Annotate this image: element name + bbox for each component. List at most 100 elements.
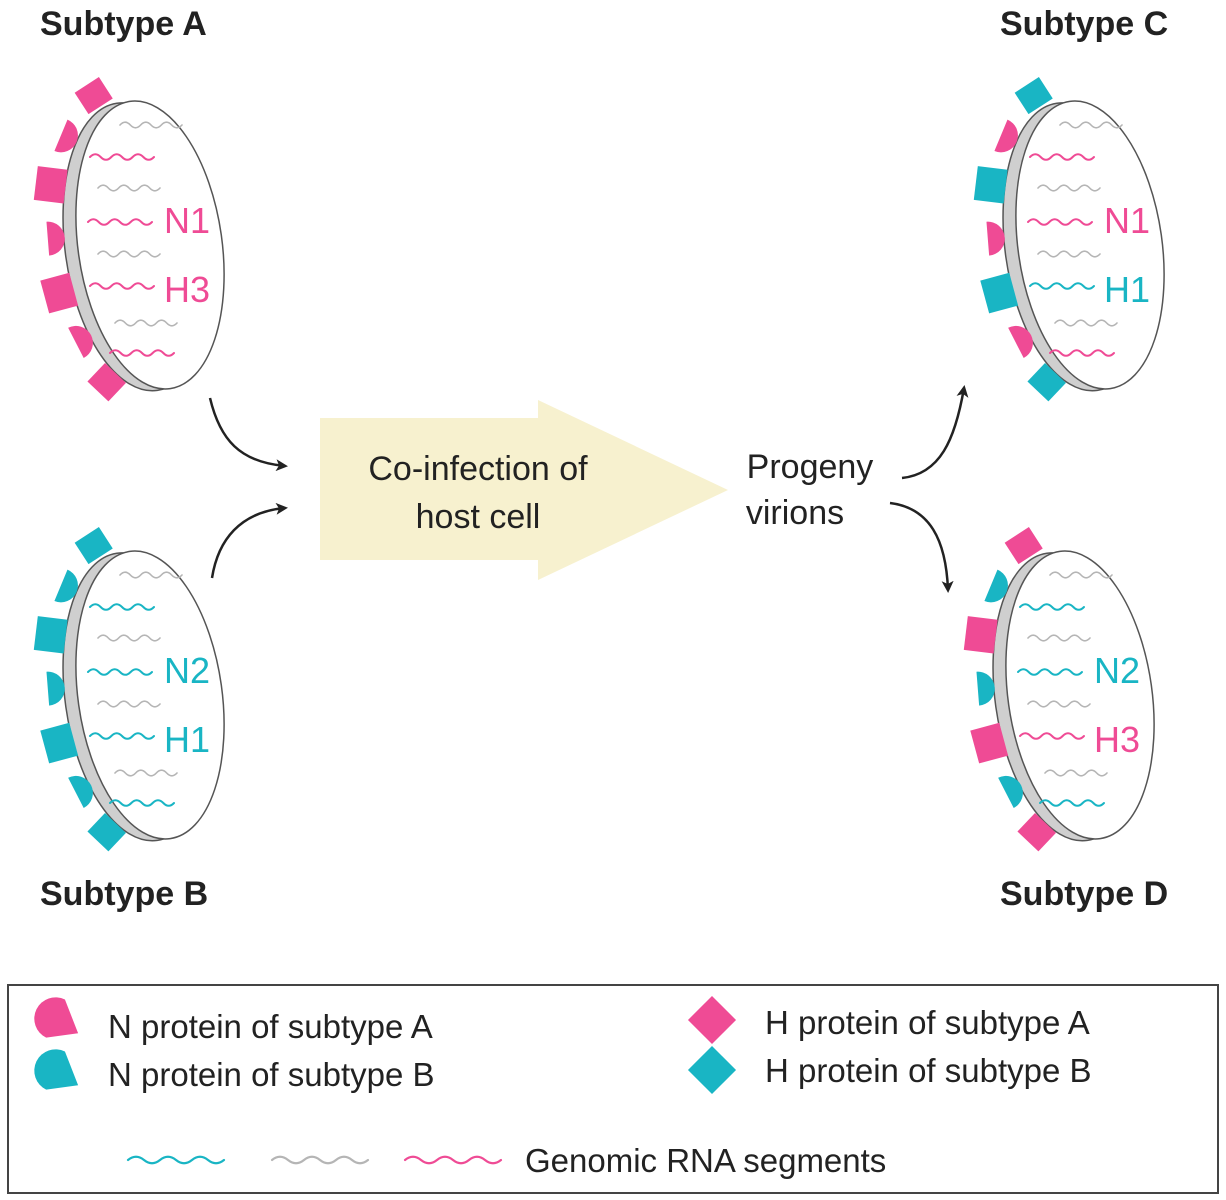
- h-protein: [963, 616, 998, 654]
- arrow-b-to-host: [210, 502, 288, 579]
- legend-n-protein-a: N protein of subtype A: [108, 1008, 433, 1045]
- rna-segment: [1019, 603, 1085, 611]
- rna-segment: [1054, 319, 1118, 327]
- virion-envelope: [75, 550, 225, 840]
- rna-segment: [1029, 153, 1095, 161]
- n-protein-subtype-a-icon: [34, 997, 79, 1038]
- n-protein: [68, 325, 93, 359]
- rna-segment: [109, 349, 175, 357]
- rna-segment: [87, 218, 153, 226]
- rna-segment: [1017, 668, 1083, 676]
- n-protein: [68, 775, 93, 809]
- n-protein: [46, 671, 65, 706]
- rna-segment: [1039, 799, 1105, 807]
- legend-h-protein-b: H protein of subtype B: [765, 1052, 1092, 1089]
- rna-segment: [119, 571, 183, 579]
- rna-segment: [114, 319, 178, 327]
- rna-segment: [114, 769, 178, 777]
- rna-segment: [1019, 732, 1085, 740]
- progeny-label-line1: Progeny: [747, 448, 874, 486]
- coinfection-arrow: [320, 400, 728, 580]
- h-protein: [980, 272, 1019, 314]
- n-gene-label: N1: [164, 200, 210, 241]
- virion-envelope: [1015, 100, 1165, 390]
- h-protein: [33, 166, 68, 204]
- virion-envelope: [1005, 550, 1155, 840]
- h-protein: [40, 722, 79, 764]
- rna-segment: [1037, 184, 1101, 192]
- h-protein: [40, 272, 79, 314]
- rna-segment: [1049, 349, 1115, 357]
- subtype-c-title: Subtype C: [1000, 5, 1168, 43]
- coinfection-label-line1: Co-infection of: [368, 450, 588, 488]
- n-protein: [994, 119, 1018, 153]
- rna-segment: [1044, 769, 1108, 777]
- rna-segment: [1037, 250, 1101, 258]
- rna-segment: [97, 184, 161, 192]
- coinfection-label-line2: host cell: [416, 498, 541, 536]
- rna-segment: [89, 603, 155, 611]
- h-protein: [970, 722, 1009, 764]
- h-protein: [1027, 363, 1066, 402]
- n-protein-subtype-b-icon: [34, 1049, 79, 1090]
- rna-segment: [109, 799, 175, 807]
- rna-segment: [97, 634, 161, 642]
- rna-segment: [1059, 121, 1123, 129]
- n-protein: [998, 775, 1023, 809]
- h-gene-label: H3: [164, 269, 210, 310]
- rna-segment: [1027, 634, 1091, 642]
- h-protein: [1004, 527, 1043, 565]
- rna-segment-sample: [403, 1155, 503, 1165]
- n-protein: [54, 569, 78, 603]
- legend-h-protein-a: H protein of subtype A: [765, 1004, 1090, 1041]
- rna-segment: [1027, 700, 1091, 708]
- arrow-to-subtype-d: [889, 501, 954, 593]
- n-protein: [1008, 325, 1033, 359]
- n-protein: [984, 569, 1008, 603]
- h-protein: [1017, 813, 1056, 852]
- rna-segment: [119, 121, 183, 129]
- n-protein: [46, 221, 65, 256]
- rna-segment: [1029, 282, 1095, 290]
- rna-segment-sample: [126, 1155, 226, 1165]
- arrow-a-to-host: [208, 397, 288, 472]
- rna-segment: [1027, 218, 1093, 226]
- legend-rna-segments: Genomic RNA segments: [525, 1142, 886, 1179]
- h-gene-label: H1: [1104, 269, 1150, 310]
- h-protein: [74, 77, 113, 115]
- rna-segment: [87, 668, 153, 676]
- h-gene-label: H1: [164, 719, 210, 760]
- h-protein: [74, 527, 113, 565]
- virion-envelope: [75, 100, 225, 390]
- rna-segment: [89, 153, 155, 161]
- n-gene-label: N2: [1094, 650, 1140, 691]
- arrow-to-subtype-c: [901, 385, 969, 480]
- n-protein: [986, 221, 1005, 256]
- h-protein: [33, 616, 68, 654]
- rna-segment: [1049, 571, 1113, 579]
- h-gene-label: H3: [1094, 719, 1140, 760]
- rna-segment: [97, 700, 161, 708]
- legend-box: [7, 984, 1219, 1194]
- h-protein: [87, 813, 126, 852]
- n-gene-label: N1: [1104, 200, 1150, 241]
- rna-segment: [97, 250, 161, 258]
- h-protein: [1014, 77, 1053, 115]
- rna-segment: [89, 282, 155, 290]
- n-protein: [976, 671, 995, 706]
- progeny-label-line2: virions: [746, 494, 844, 532]
- h-protein: [87, 363, 126, 402]
- h-protein: [973, 166, 1008, 204]
- rna-segment-samples: [126, 1155, 503, 1165]
- legend-n-protein-b: N protein of subtype B: [108, 1056, 435, 1093]
- subtype-d-title: Subtype D: [1000, 875, 1168, 913]
- n-protein: [54, 119, 78, 153]
- subtype-b-title: Subtype B: [40, 875, 208, 913]
- rna-segment-sample: [270, 1155, 370, 1165]
- n-gene-label: N2: [164, 650, 210, 691]
